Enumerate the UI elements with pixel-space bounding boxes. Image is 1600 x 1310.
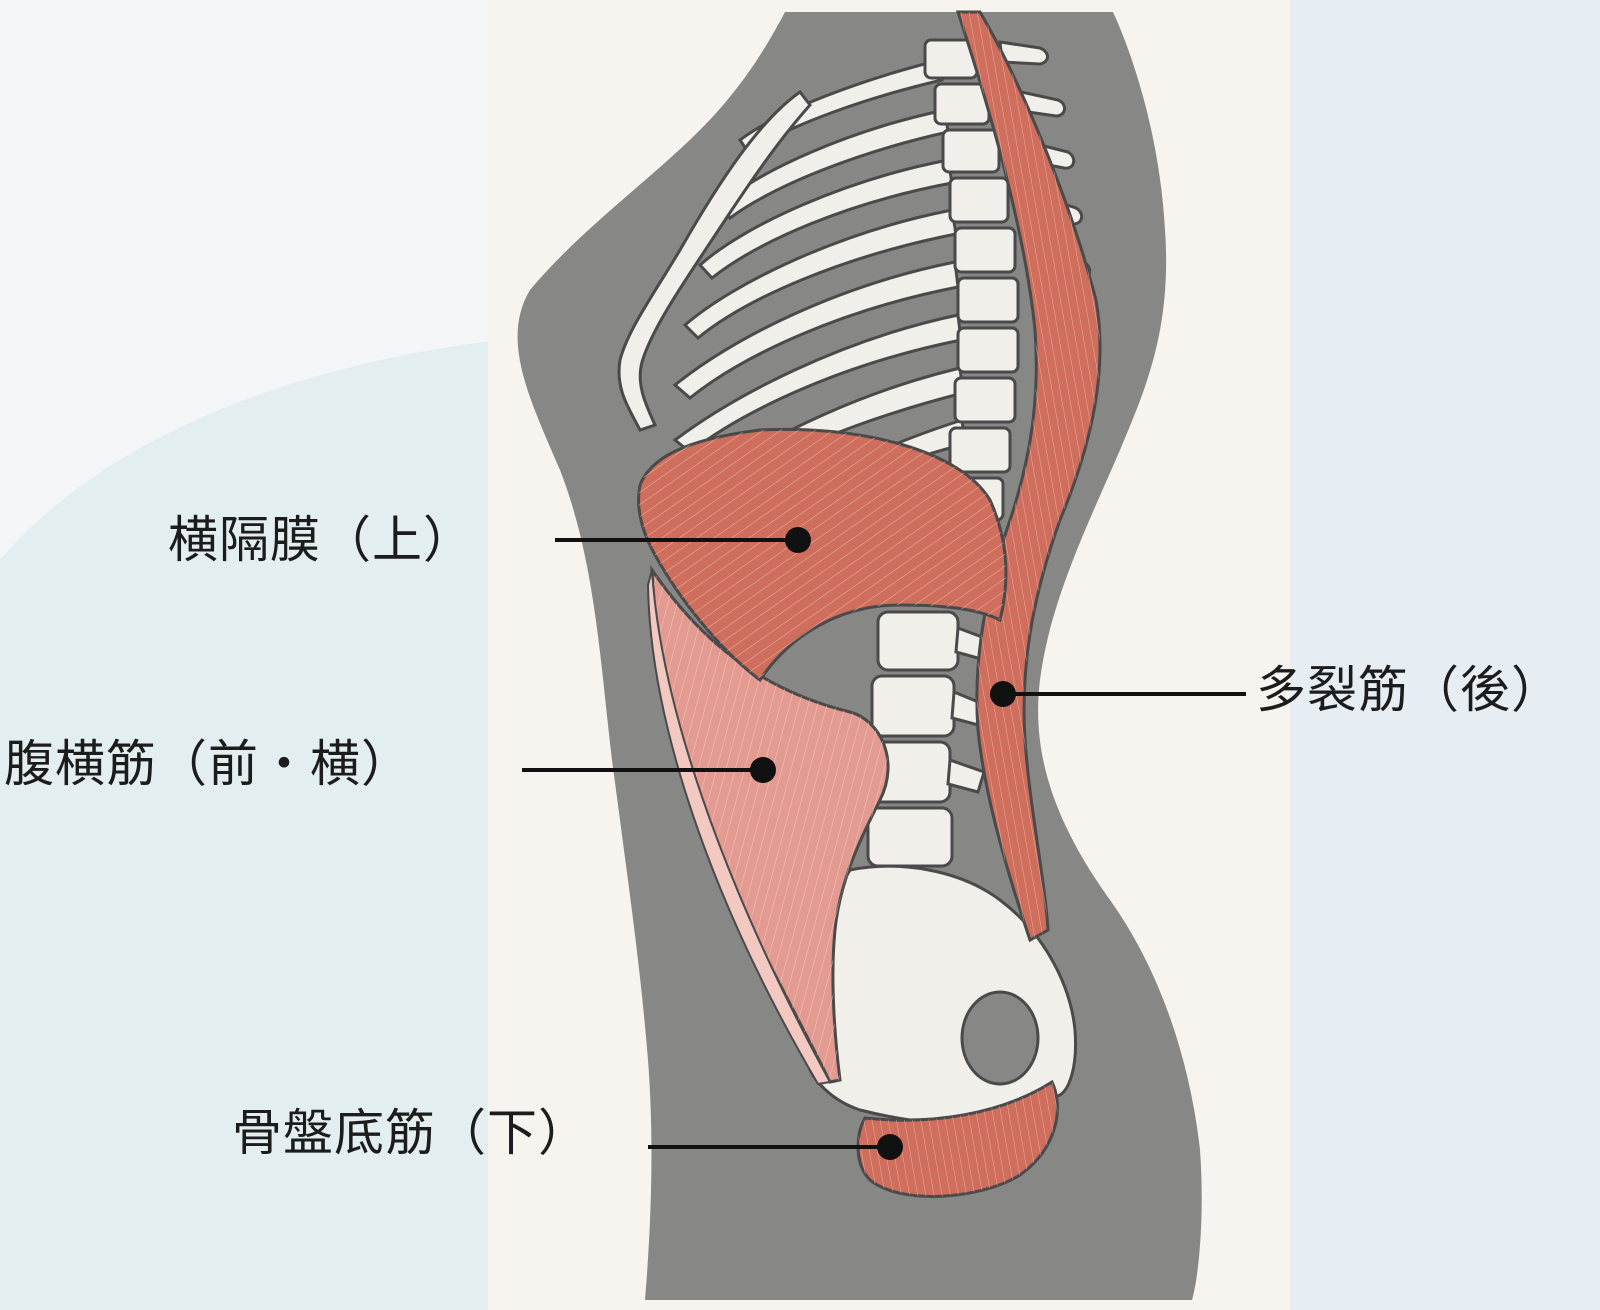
left-background-blob bbox=[0, 340, 500, 1310]
right-background-panel bbox=[1290, 0, 1600, 1310]
transversus-edge bbox=[646, 569, 832, 1086]
leader-multifidus bbox=[990, 681, 1246, 707]
rib-cage bbox=[617, 58, 967, 496]
label-pelvic-floor: 骨盤底筋（下） bbox=[232, 1104, 589, 1162]
label-multifidus: 多裂筋（後） bbox=[1256, 661, 1562, 719]
leader-pelvic-floor bbox=[648, 1134, 903, 1160]
thoracic-spine bbox=[923, 38, 1020, 522]
label-diaphragm: 横隔膜（上） bbox=[168, 511, 474, 569]
label-transversus-abdominis: 腹横筋（前・横） bbox=[4, 735, 412, 793]
leader-transversus bbox=[522, 757, 776, 783]
obturator-foramen bbox=[960, 990, 1040, 1086]
leader-diaphragm bbox=[555, 527, 811, 553]
